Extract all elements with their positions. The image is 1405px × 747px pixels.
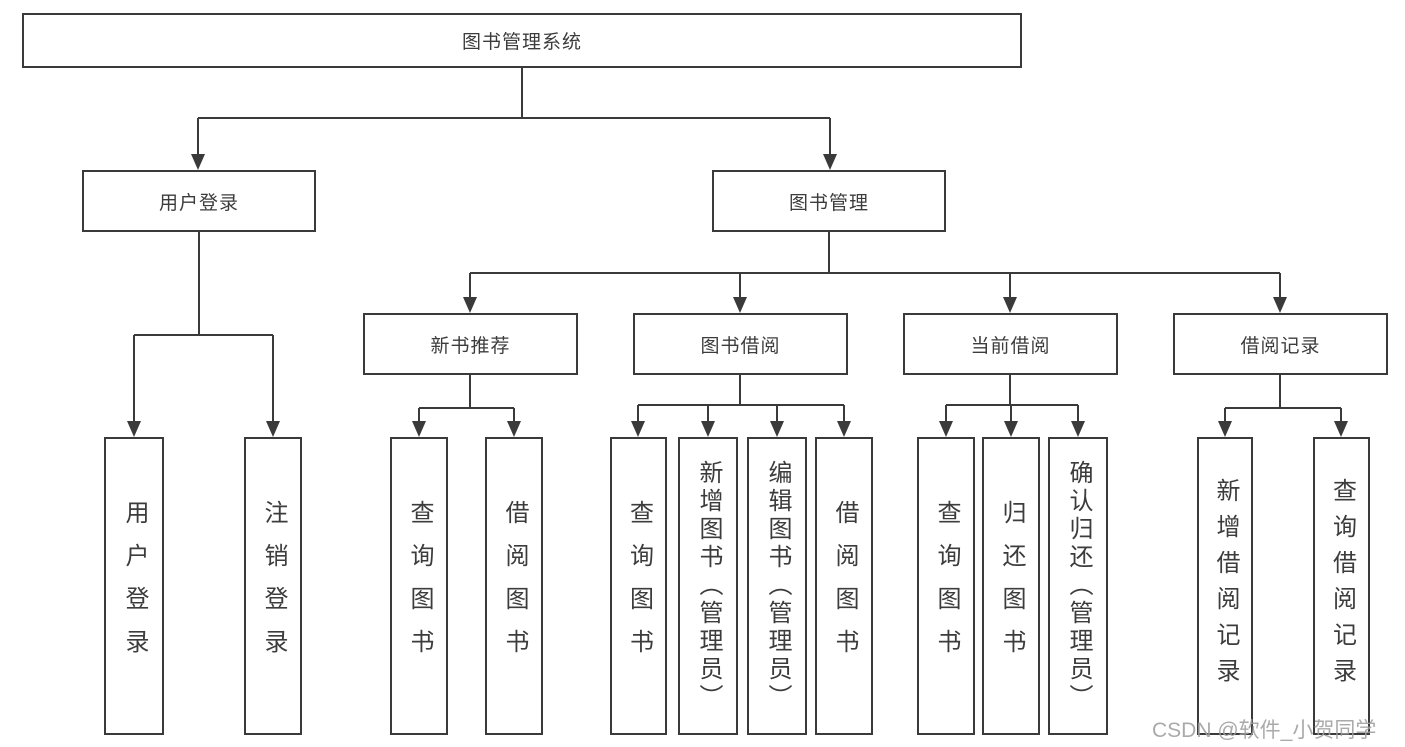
leaf-borrowing-add-books-admin: 新增图书（管理员）: [678, 437, 738, 735]
node-new-book-recommend-label: 新书推荐: [430, 335, 511, 357]
node-new-book-recommend: 新书推荐: [363, 313, 578, 375]
node-book-borrowing-label: 图书借阅: [700, 335, 781, 357]
node-root-system-label: 图书管理系统: [461, 32, 582, 53]
leaf-recommend-borrow-books-label: 借阅图书: [501, 500, 528, 672]
node-book-management: 图书管理: [712, 170, 946, 232]
leaf-borrowing-query-books: 查询图书: [610, 437, 667, 735]
leaf-current-return-books-label: 归还图书: [998, 500, 1025, 672]
csdn-watermark: CSDN @软件_小贺同学: [1152, 719, 1377, 742]
node-user-login: 用户登录: [82, 170, 316, 232]
node-book-borrowing: 图书借阅: [633, 313, 848, 375]
leaf-recommend-query-books-label: 查询图书: [406, 500, 433, 672]
node-borrow-records-label: 借阅记录: [1240, 335, 1321, 357]
node-borrow-records: 借阅记录: [1173, 313, 1388, 375]
leaf-current-confirm-return-admin: 确认归还（管理员）: [1048, 437, 1108, 735]
leaf-borrowing-query-books-label: 查询图书: [625, 500, 653, 672]
leaf-logout-label: 注销登录: [260, 500, 287, 672]
leaf-records-add-borrow-record-label: 新增借阅记录: [1212, 478, 1239, 694]
leaf-borrowing-borrow-books: 借阅图书: [815, 437, 873, 735]
leaf-current-return-books: 归还图书: [982, 437, 1040, 735]
leaf-user-login-label: 用户登录: [121, 500, 148, 672]
leaf-logout: 注销登录: [244, 437, 302, 735]
leaf-borrowing-add-books-admin-label: 新增图书（管理员）: [695, 460, 722, 712]
leaf-borrowing-edit-books-admin: 编辑图书（管理员）: [747, 437, 807, 735]
node-current-borrowing-label: 当前借阅: [970, 335, 1051, 357]
leaf-current-query-books: 查询图书: [917, 437, 975, 735]
leaf-recommend-borrow-books: 借阅图书: [485, 437, 543, 735]
leaf-recommend-query-books: 查询图书: [390, 437, 448, 735]
node-book-management-label: 图书管理: [788, 192, 869, 214]
node-user-login-label: 用户登录: [158, 192, 239, 214]
leaf-borrowing-edit-books-admin-label: 编辑图书（管理员）: [764, 460, 791, 712]
leaf-current-query-books-label: 查询图书: [933, 500, 960, 672]
arrowheads: [127, 154, 1348, 437]
node-current-borrowing: 当前借阅: [903, 313, 1118, 375]
node-root-system: 图书管理系统: [22, 13, 1022, 68]
leaf-user-login: 用户登录: [104, 437, 164, 735]
leaf-records-query-borrow-record-label: 查询借阅记录: [1328, 478, 1356, 694]
leaf-records-query-borrow-record: 查询借阅记录: [1313, 437, 1370, 735]
leaf-records-add-borrow-record: 新增借阅记录: [1197, 437, 1253, 735]
leaf-borrowing-borrow-books-label: 借阅图书: [831, 500, 858, 672]
leaf-current-confirm-return-admin-label: 确认归还（管理员）: [1065, 460, 1092, 712]
